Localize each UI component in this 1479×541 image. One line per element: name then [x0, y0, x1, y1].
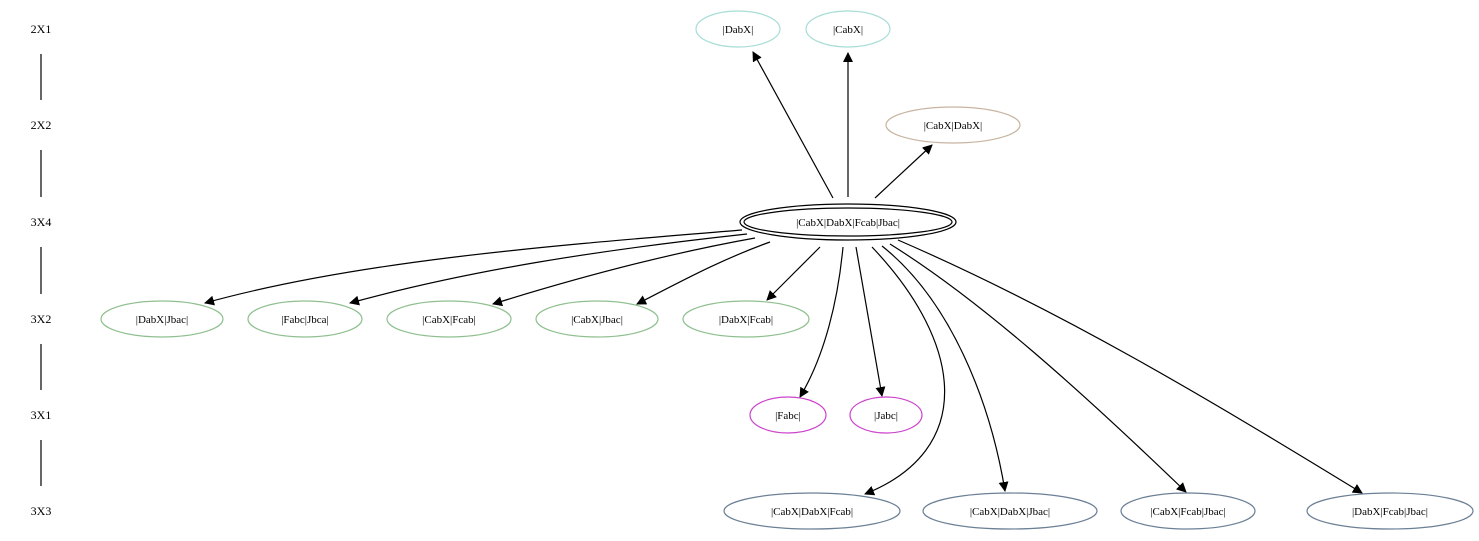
node-label: |CabX|Fcab| [422, 314, 476, 326]
edge-n-root-to-n-cabx-fcab [492, 237, 756, 307]
rank-label-2x2: 2X2 [31, 118, 52, 132]
node-shape [1306, 492, 1474, 530]
node-label: |CabX|DabX|Fcab| [771, 506, 853, 518]
node-fabc-jbca[interactable]: |Fabc|Jbca| [247, 300, 363, 338]
rank-column: 2X1 2X2 3X4 3X2 3X1 3X3 [31, 22, 52, 518]
node-label: |Jabc| [874, 410, 898, 422]
node-shape [805, 10, 891, 48]
node-shape [682, 300, 810, 338]
node-shape-inner [743, 207, 953, 237]
node-shape [535, 300, 659, 338]
edge-n-root-to-n-dabx [752, 51, 834, 199]
node-cabx-dabx[interactable]: |CabX|DabX| [885, 106, 1021, 144]
node-label: |DabX|Fcab|Jbac| [1352, 506, 1428, 518]
node-shape [386, 300, 512, 338]
node-cabx-jbac[interactable]: |CabX|Jbac| [535, 300, 659, 338]
node-cabx-fcab-jbac[interactable]: |CabX|Fcab|Jbac| [1120, 492, 1256, 530]
node-label: |CabX|DabX|Jbac| [970, 506, 1050, 518]
node-shape [100, 300, 224, 338]
node-jabc[interactable]: |Jabc| [849, 396, 923, 434]
node-label: |CabX| [833, 24, 863, 36]
edge-n-root-to-n-dabx-fcab-jbac [897, 239, 1363, 494]
edge-n-root-to-n-cabx-jbac [636, 241, 771, 305]
edge-n-root-to-n-fabc [799, 246, 844, 398]
rank-label-2x1: 2X1 [31, 22, 52, 36]
node-shape [723, 492, 901, 530]
node-dabx[interactable]: |DabX| [695, 10, 781, 48]
rank-label-3x4: 3X4 [31, 215, 52, 229]
node-shape [922, 492, 1098, 530]
edge-n-root-to-n-cabx-dabx [874, 144, 933, 199]
node-dabx-jbac[interactable]: |DabX|Jbac| [100, 300, 224, 338]
node-shape [247, 300, 363, 338]
node-cabx-fcab[interactable]: |CabX|Fcab| [386, 300, 512, 338]
node-label: |CabX|DabX|Fcab|Jbac| [796, 217, 900, 229]
node-cabx-dabx-fcab-jbac[interactable]: |CabX|DabX|Fcab|Jbac| [739, 203, 957, 241]
node-cabx-dabx-fcab[interactable]: |CabX|DabX|Fcab| [723, 492, 901, 530]
node-label: |Fabc|Jbca| [281, 314, 329, 326]
node-cabx[interactable]: |CabX| [805, 10, 891, 48]
nodes-layer: |DabX| |CabX| |CabX|DabX| |CabX|DabX|Fcab|J… [100, 10, 1474, 530]
edge-n-root-to-n-cabx-dabx-jbac [881, 245, 1009, 492]
edge-n-root-to-n-cabx-fcab-jbac [889, 243, 1187, 493]
node-dabx-fcab-jbac[interactable]: |DabX|Fcab|Jbac| [1306, 492, 1474, 530]
edge-n-root-to-n-dabx-jbac [204, 229, 743, 306]
node-shape [885, 106, 1021, 144]
node-label: |DabX| [723, 24, 754, 36]
node-dabx-fcab[interactable]: |DabX|Fcab| [682, 300, 810, 338]
rank-label-3x2: 3X2 [31, 312, 52, 326]
node-label: |DabX|Jbac| [136, 314, 188, 326]
edges-layer [204, 51, 1363, 496]
rank-label-3x3: 3X3 [31, 504, 52, 518]
edge-n-root-to-n-fabc-jbca [349, 233, 748, 306]
node-cabx-dabx-jbac[interactable]: |CabX|DabX|Jbac| [922, 492, 1098, 530]
edge-n-root-to-n-cabx-dabx-fcab [864, 246, 946, 496]
edge-n-root-to-n-jabc [855, 246, 886, 397]
node-label: |DabX|Fcab| [719, 314, 773, 326]
node-shape [749, 396, 827, 434]
node-shape [849, 396, 923, 434]
rank-label-3x1: 3X1 [31, 408, 52, 422]
node-shape [695, 10, 781, 48]
node-label: |CabX|Fcab|Jbac| [1150, 506, 1225, 518]
node-label: |CabX|Jbac| [571, 314, 623, 326]
edge-n-root-to-n-dabx-fcab [766, 246, 821, 301]
node-fabc[interactable]: |Fabc| [749, 396, 827, 434]
node-shape [739, 203, 957, 241]
node-label: |Fabc| [775, 410, 801, 422]
node-shape [1120, 492, 1256, 530]
node-label: |CabX|DabX| [924, 120, 983, 132]
